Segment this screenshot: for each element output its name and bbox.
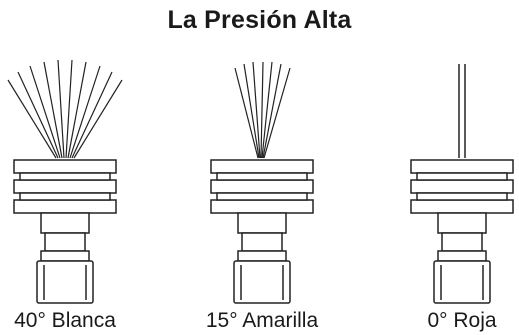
nozzle-label-40: 40° Blanca: [14, 309, 116, 332]
nozzle-label-15: 15° Amarilla: [205, 309, 319, 332]
nozzle-body-40: [13, 159, 117, 304]
spray-pattern-15: [234, 61, 291, 159]
spray-pattern-40: [7, 59, 123, 159]
spray-pattern-0: [458, 64, 466, 158]
nozzle-label-0: 0° Roja: [427, 309, 497, 332]
nozzle-body-15: [210, 159, 314, 304]
nozzle-0-degree: [410, 64, 514, 304]
page-title: La Presión Alta: [167, 6, 352, 34]
nozzle-40-degree: [7, 59, 123, 304]
nozzle-15-degree: [210, 61, 314, 304]
nozzle-body-0: [410, 159, 514, 304]
